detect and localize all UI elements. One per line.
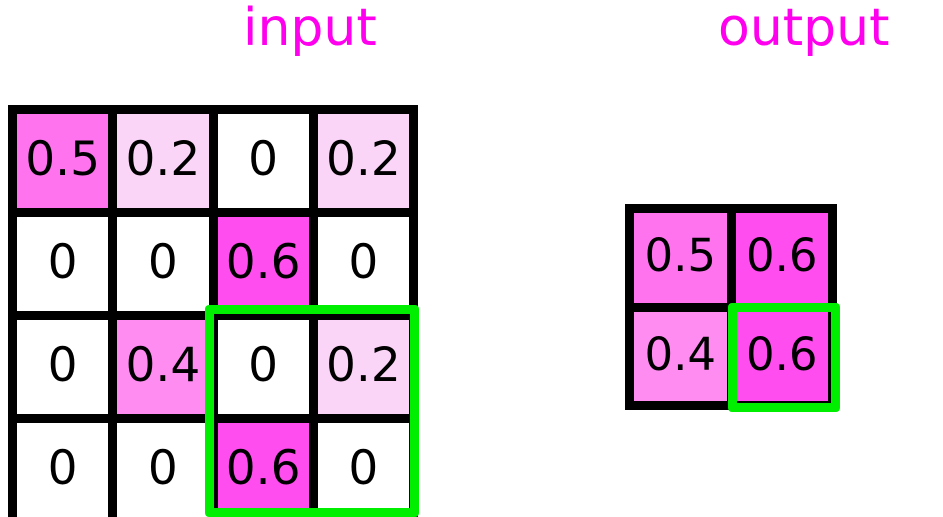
input-cell-r0-c3: 0.2 [317, 114, 409, 208]
input-cell-value: 0.4 [125, 337, 201, 393]
output-matrix-grid: 0.5 0.6 0.4 0.6 [625, 204, 837, 410]
input-cell-r2-c3: 0.2 [317, 320, 409, 414]
output-cell-r0-c0: 0.5 [634, 213, 727, 303]
output-cell-value: 0.5 [644, 229, 717, 283]
input-cell-r2-c0: 0 [17, 320, 109, 414]
input-cell-value: 0.2 [326, 337, 401, 393]
input-cell-value: 0 [248, 337, 279, 393]
input-cell-value: 0.2 [125, 131, 201, 187]
output-cell-value: 0.6 [745, 327, 818, 381]
input-cell-value: 0.5 [25, 131, 100, 187]
input-cell-r1-c0: 0 [17, 217, 109, 311]
input-cell-r2-c1: 0.4 [117, 320, 209, 414]
input-cell-r3-c3: 0 [317, 423, 409, 517]
output-cell-r0-c1: 0.6 [735, 213, 828, 303]
input-cell-r0-c2: 0 [217, 114, 309, 208]
input-cell-r3-c0: 0 [17, 423, 109, 517]
input-cell-value: 0 [47, 337, 78, 393]
input-cell-r1-c1: 0 [117, 217, 209, 311]
output-title-label: output [718, 0, 890, 58]
output-cell-value: 0.6 [745, 229, 818, 283]
input-cell-r0-c1: 0.2 [117, 114, 209, 208]
input-cell-r2-c2: 0 [217, 320, 309, 414]
input-cell-value: 0 [147, 440, 178, 496]
input-cell-value: 0 [47, 234, 78, 290]
input-cell-r1-c2: 0.6 [217, 217, 309, 311]
input-title-label: input [243, 0, 377, 58]
output-cell-r1-c0: 0.4 [634, 311, 727, 401]
output-cell-r1-c1: 0.6 [735, 311, 828, 401]
input-cell-value: 0 [348, 234, 379, 290]
input-matrix-grid: 0.5 0.2 0 0.2 0 0 0.6 0 0 0.4 0 0.2 0 0 0.6 0 [8, 105, 418, 517]
input-cell-r3-c1: 0 [117, 423, 209, 517]
input-cell-r3-c2: 0.6 [217, 423, 309, 517]
input-cell-value: 0.6 [225, 234, 301, 290]
input-cell-value: 0 [248, 131, 279, 187]
input-cell-value: 0.2 [326, 131, 401, 187]
output-cell-value: 0.4 [644, 327, 717, 381]
input-cell-r1-c3: 0 [317, 217, 409, 311]
input-cell-value: 0.6 [225, 440, 301, 496]
input-cell-value: 0 [348, 440, 379, 496]
input-cell-value: 0 [147, 234, 178, 290]
input-cell-r0-c0: 0.5 [17, 114, 109, 208]
input-cell-value: 0 [47, 440, 78, 496]
